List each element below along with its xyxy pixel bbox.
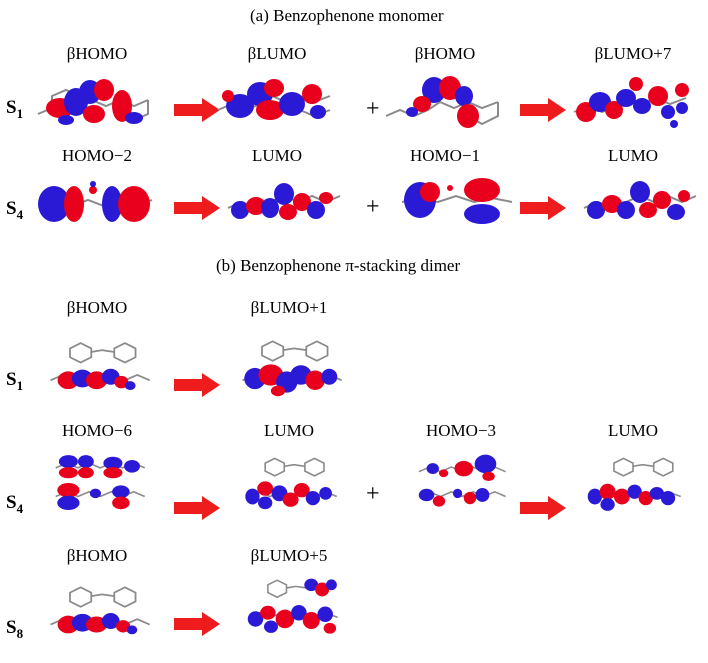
arrow-right-icon <box>520 98 566 122</box>
arrow-right-icon <box>174 196 220 220</box>
orbital-label: LUMO <box>607 146 659 165</box>
arrow-right-icon <box>520 196 566 220</box>
orbital-label: βLUMO+7 <box>594 44 672 63</box>
state-label-b-s8: S8 <box>6 617 24 641</box>
orbital-label: βLUMO+1 <box>250 298 328 317</box>
orbital-image <box>217 79 331 120</box>
state-label-b-s1: S1 <box>6 369 24 393</box>
orbital-image <box>587 457 681 511</box>
orbital-label: βHOMO <box>66 546 128 565</box>
orbital-image <box>37 79 149 125</box>
orbital-label: βHOMO <box>414 44 476 63</box>
orbital-image <box>573 77 689 128</box>
orbital-label: βLUMO+5 <box>250 546 328 565</box>
orbital-label: HOMO−2 <box>61 146 133 165</box>
state-label-b-s4: S4 <box>6 492 24 516</box>
arrow-right-icon <box>174 373 220 397</box>
orbital-image <box>418 454 506 507</box>
arrow-right-icon <box>174 496 220 520</box>
orbital-label: HOMO−1 <box>409 146 481 165</box>
section-b-title: (b) Benzophenone π-stacking dimer <box>216 256 461 275</box>
plus-sign: + <box>366 96 380 122</box>
plus-sign: + <box>366 194 380 220</box>
orbital-image <box>385 76 499 128</box>
orbital-label: HOMO−3 <box>425 421 497 440</box>
orbital-image <box>55 455 146 511</box>
orbital-image <box>227 183 341 220</box>
orbital-label: LUMO <box>607 421 659 440</box>
orbital-label: βHOMO <box>66 298 128 317</box>
arrow-right-icon <box>174 612 220 636</box>
plus-sign: + <box>366 481 380 507</box>
orbital-image <box>247 578 338 634</box>
orbital-image <box>50 342 151 391</box>
orbital-image <box>50 586 151 635</box>
state-label-a-s1: S1 <box>6 97 24 121</box>
orbital-label: LUMO <box>251 146 303 165</box>
orbital-label: βLUMO <box>247 44 307 63</box>
orbital-image <box>38 181 153 222</box>
orbital-label: HOMO−6 <box>61 421 133 440</box>
section-a-title: (a) Benzophenone monomer <box>250 6 444 25</box>
orbital-label: βHOMO <box>66 44 128 63</box>
orbital-label: LUMO <box>263 421 315 440</box>
state-label-a-s4: S4 <box>6 198 24 222</box>
orbital-image <box>242 340 343 397</box>
arrow-right-icon <box>174 98 220 122</box>
arrow-right-icon <box>520 496 566 520</box>
orbital-image <box>401 178 513 224</box>
orbital-image <box>245 457 338 510</box>
orbital-image <box>583 181 697 220</box>
